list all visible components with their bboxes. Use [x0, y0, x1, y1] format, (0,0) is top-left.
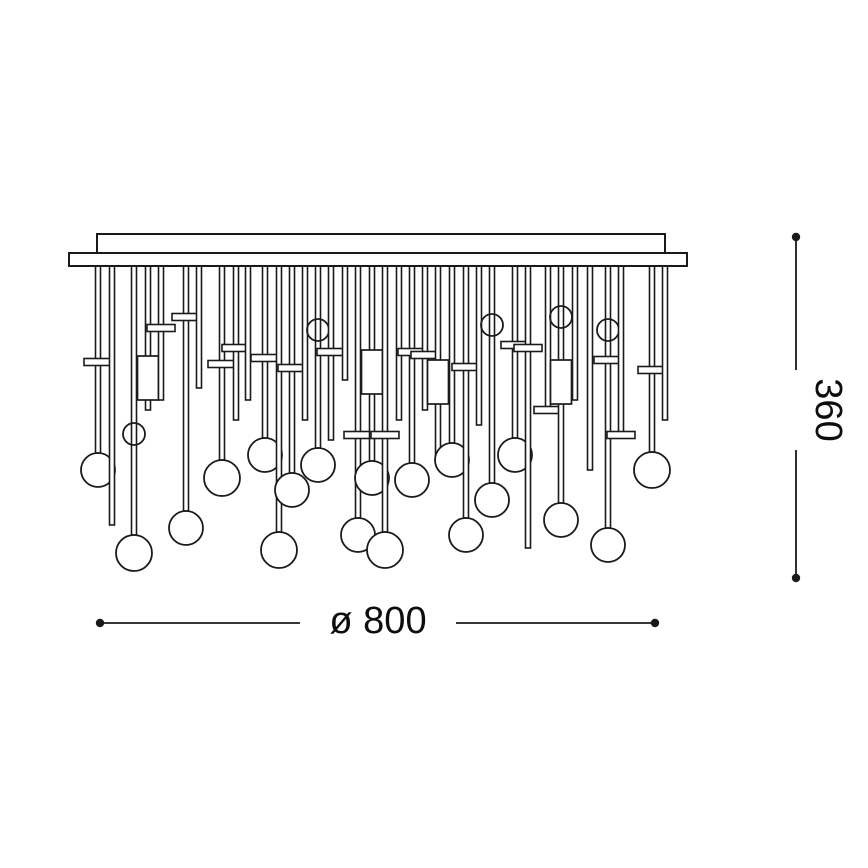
- glass-sphere: [394, 462, 430, 498]
- pendant-rod: [648, 265, 656, 453]
- pendant-rod: [195, 265, 203, 389]
- pendant-rod: [130, 265, 138, 536]
- glass-sphere: [474, 482, 510, 518]
- glass-sphere: [497, 437, 533, 473]
- canopy-housing: [96, 233, 666, 255]
- rod-driver-box: [549, 359, 573, 405]
- glass-sphere: [633, 451, 671, 489]
- pendant-rod: [488, 265, 496, 484]
- rod-bar-connector: [316, 347, 346, 357]
- pendant-2: [115, 265, 153, 572]
- pendant-rod: [661, 265, 669, 421]
- pendant-rod: [475, 265, 483, 426]
- pendant-13: [301, 265, 309, 421]
- pendant-rod: [182, 265, 190, 512]
- pendant-rod: [408, 265, 416, 464]
- pendant-rod: [586, 265, 594, 471]
- glass-sphere: [274, 472, 310, 508]
- glass-sphere-inline: [122, 422, 146, 446]
- height-dimension-endpoint-top: [791, 232, 801, 242]
- pendant-5: [168, 265, 204, 546]
- pendant-rod: [571, 265, 579, 401]
- pendant-rod: [232, 265, 240, 421]
- glass-sphere: [590, 527, 626, 563]
- pendant-3: [136, 265, 160, 411]
- pendant-1: [108, 265, 116, 526]
- glass-sphere: [203, 459, 241, 497]
- glass-sphere: [168, 510, 204, 546]
- pendant-rod: [524, 265, 532, 549]
- pendant-rod: [314, 265, 322, 449]
- pendant-rod: [381, 265, 389, 533]
- canopy-mounting-plate: [68, 252, 688, 267]
- pendant-23: [426, 265, 450, 463]
- pendant-16: [341, 265, 349, 381]
- rod-bar-connector: [370, 430, 400, 440]
- pendant-rod: [341, 265, 349, 381]
- rod-driver-box: [360, 349, 384, 395]
- pendant-36: [633, 265, 671, 489]
- rod-bar-connector: [343, 430, 373, 440]
- pendant-19: [366, 265, 404, 569]
- pendant-27: [474, 265, 510, 518]
- height-dimension-label: 360: [807, 378, 849, 441]
- width-dimension: ø 800: [95, 600, 660, 642]
- rod-bar-connector: [83, 357, 113, 367]
- pendant-fixture-group: [80, 265, 671, 572]
- glass-sphere: [260, 531, 298, 569]
- width-dimension-endpoint-right: [650, 618, 660, 628]
- pendant-rod: [301, 265, 309, 421]
- ceiling-canopy-group: [68, 233, 688, 267]
- pendant-rod: [617, 265, 625, 439]
- height-dimension: 360: [791, 232, 849, 583]
- pendant-9: [244, 265, 252, 401]
- pendant-rod: [604, 265, 612, 529]
- width-dimension-endpoint-left: [95, 618, 105, 628]
- rod-bar-connector: [250, 353, 280, 363]
- pendant-rod: [448, 265, 456, 444]
- glass-sphere: [366, 531, 404, 569]
- rod-driver-box: [426, 359, 450, 405]
- pendant-rod: [462, 265, 470, 519]
- pendant-26: [475, 265, 483, 426]
- height-dimension-endpoint-bottom: [791, 573, 801, 583]
- pendant-32: [571, 265, 579, 401]
- glass-sphere-inline: [480, 313, 504, 337]
- pendant-33: [586, 265, 594, 471]
- rod-bar-connector: [606, 430, 636, 440]
- dimension-annotations-group: ø 800 360: [95, 232, 849, 642]
- rod-driver-box: [136, 355, 160, 401]
- pendant-rod: [244, 265, 252, 401]
- pendant-31: [543, 265, 579, 538]
- glass-sphere: [448, 517, 484, 553]
- pendant-20: [395, 265, 403, 421]
- pendant-rod: [108, 265, 116, 526]
- glass-sphere: [543, 502, 579, 538]
- rod-bar-connector: [207, 359, 237, 369]
- glass-sphere: [300, 447, 336, 483]
- rod-bar-connector: [146, 323, 176, 333]
- pendant-rod: [261, 265, 269, 439]
- pendant-6: [195, 265, 203, 389]
- rod-bar-connector: [513, 343, 543, 353]
- pendant-rod: [395, 265, 403, 421]
- pendant-37: [661, 265, 669, 421]
- glass-sphere: [354, 460, 390, 496]
- pendant-rod: [157, 265, 165, 401]
- width-dimension-label: ø 800: [329, 600, 426, 642]
- glass-sphere: [115, 534, 153, 572]
